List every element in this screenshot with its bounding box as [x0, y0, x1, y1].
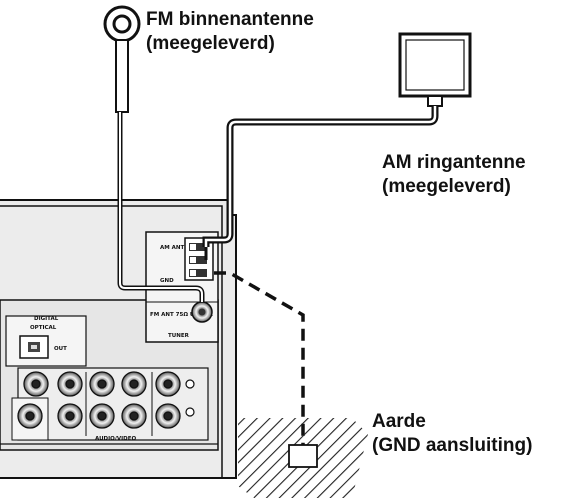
am-ant-terminal-label: AM ANT [160, 245, 185, 251]
fm-antenna-label-line1: FM binnenantenne [146, 9, 314, 30]
am-antenna-label-line2: (meegeleverd) [382, 176, 511, 197]
digital-label: DIGITAL [34, 316, 59, 322]
digital-optical-block: DIGITAL OPTICAL OUT [5, 315, 87, 367]
optical-label: OPTICAL [30, 325, 57, 331]
ground-wire [214, 271, 305, 448]
audio-video-label: AUDIO/VIDEO [95, 436, 136, 442]
gnd-terminal-label: GND [160, 278, 174, 284]
am-loop-antenna [398, 32, 472, 107]
audio-video-jacks: AUDIO/VIDEO [11, 367, 209, 442]
out-label: OUT [54, 346, 67, 352]
am-antenna-label: AM ringantenne (meegeleverd) [382, 151, 526, 199]
am-antenna-label-line1: AM ringantenne [382, 152, 526, 173]
receiver-rear-panel: AM ANT GND FM ANT 75Ω UNBAL. TUNER DIGIT… [0, 199, 237, 479]
fm-antenna-label: FM binnenantenne (meegeleverd) [146, 8, 314, 56]
fm-antenna-label-line2: (meegeleverd) [146, 33, 275, 54]
ground-label-line2: (GND aansluiting) [372, 435, 533, 456]
ground-label: Aarde (GND aansluiting) [372, 410, 532, 458]
ground-stake [288, 444, 318, 468]
fm-ant-terminal-label: FM ANT 75Ω UNBAL. [150, 312, 213, 318]
fm-antenna [103, 5, 141, 113]
ground-hatch-area [238, 418, 368, 498]
tuner-label: TUNER [168, 333, 190, 339]
ground-label-line1: Aarde [372, 411, 426, 432]
